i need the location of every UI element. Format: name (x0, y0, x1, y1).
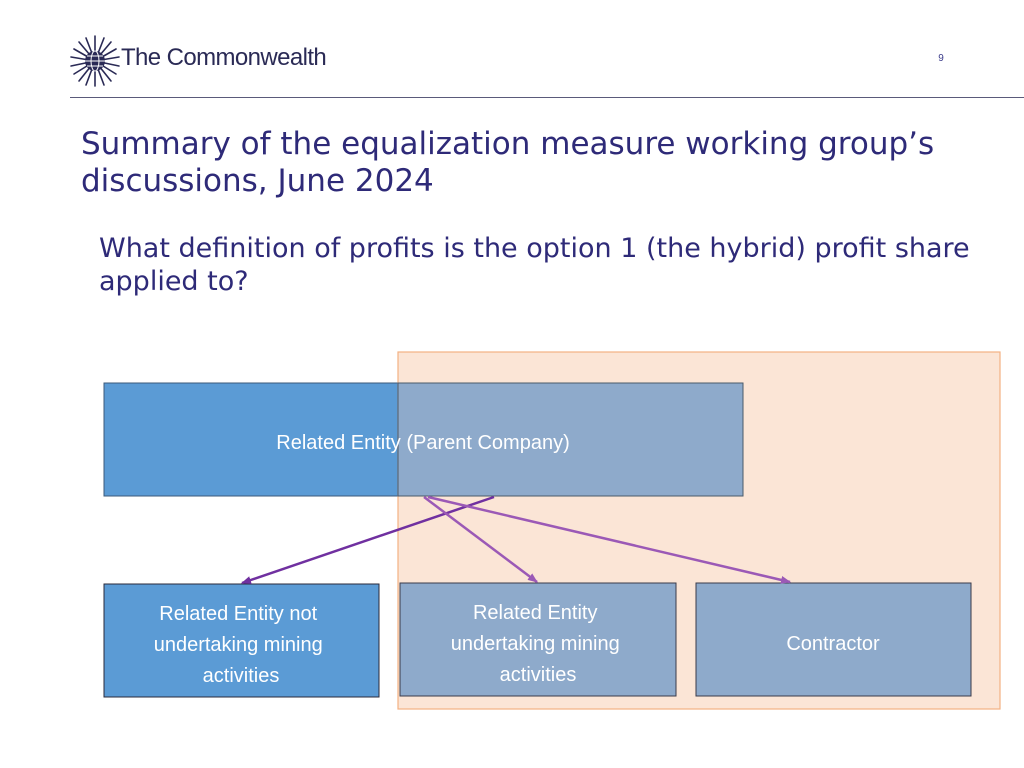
mining-entity-label-line-1: Related Entity (473, 602, 598, 624)
contractor-label-line-1: Contractor (786, 633, 880, 655)
mining-entity-label: Related Entity undertaking mining activi… (451, 602, 626, 686)
arrow-to-mining-entity (423, 496, 538, 583)
slide-header: The Commonwealth 9 (0, 0, 1024, 98)
question-text: What definition of profits is the option… (99, 233, 970, 297)
contractor-box (695, 582, 972, 697)
non-mining-entity-label-line-1: Related Entity not (159, 603, 317, 625)
page-number: 9 (938, 53, 944, 64)
non-mining-entity-label: Related Entity not undertaking mining ac… (154, 603, 329, 687)
parent-entity-label: Related Entity (Parent Company) (276, 432, 569, 454)
contractor-label: Contractor (786, 633, 880, 655)
related-entity-not-mining-box (103, 583, 380, 698)
related-entity-mining-box (399, 582, 677, 697)
mining-entity-label-line-2: undertaking mining (451, 633, 620, 655)
non-mining-entity-label-line-2: undertaking mining (154, 634, 323, 656)
header-divider (70, 97, 1024, 98)
arrow-to-contractor (427, 495, 791, 584)
parent-entity-box-highlighted-part (397, 382, 744, 497)
arrow-to-non-mining-entity (241, 495, 495, 585)
commonwealth-logo: The Commonwealth (70, 34, 340, 88)
globe-sunburst-icon (70, 35, 120, 87)
logo-text: The Commonwealth (121, 44, 327, 71)
mining-entity-label-line-3: activities (500, 664, 577, 686)
non-mining-entity-label-line-3: activities (203, 665, 280, 687)
slide-title: Summary of the equalization measure work… (81, 126, 935, 199)
